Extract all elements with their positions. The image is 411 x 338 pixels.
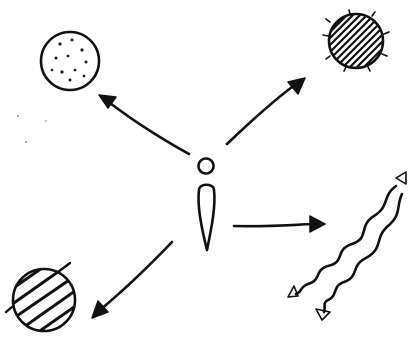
planet-striped — [2, 254, 86, 338]
arrow-to-planet-dark — [227, 78, 305, 144]
arrow-to-planet-dotted — [99, 95, 189, 154]
planet-dark — [318, 2, 392, 78]
arrow-to-river-path — [234, 216, 325, 232]
river-path — [288, 172, 406, 320]
person-body — [199, 185, 215, 250]
person — [199, 159, 215, 251]
planet-dotted — [41, 32, 99, 90]
river-bottom-marker — [316, 309, 330, 320]
pencil-smudges — [17, 115, 47, 143]
river-top-marker — [396, 172, 406, 184]
river-left-marker — [288, 286, 298, 297]
planet-dots — [51, 39, 88, 82]
arrow-to-planet-striped — [92, 242, 172, 318]
person-head — [199, 159, 214, 174]
